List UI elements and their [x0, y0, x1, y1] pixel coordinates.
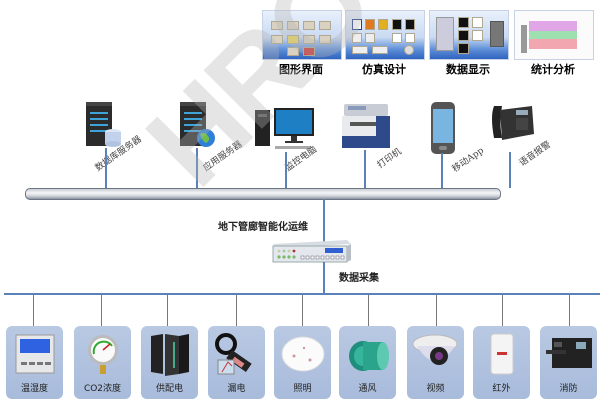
- infrared-detector-icon: [490, 333, 514, 375]
- connector-line: [364, 150, 366, 188]
- connector-line: [101, 295, 102, 326]
- data-collection-label: 数据采集: [339, 273, 379, 284]
- leakage-clamp-meter-icon: [215, 333, 252, 375]
- printer-icon: [342, 104, 390, 148]
- network-bus-pipe: [25, 188, 501, 200]
- connector-line: [323, 199, 325, 247]
- mobile-phone-icon: [431, 102, 455, 154]
- connector-line: [33, 295, 34, 326]
- screen-label: 仿真设计: [362, 63, 406, 76]
- application-server-icon: [180, 102, 215, 147]
- sensor-fire-protection: 消防: [540, 326, 597, 399]
- connector-line: [436, 295, 437, 326]
- temperature-humidity-icon: [15, 334, 55, 374]
- sensor-label: 照明: [293, 384, 312, 394]
- data-collector-icon: [272, 240, 351, 263]
- connector-line: [105, 148, 107, 188]
- sensor-power-supply: 供配电: [141, 326, 198, 399]
- sensor-label: CO2浓度: [83, 384, 122, 394]
- connector-line: [196, 148, 198, 188]
- ceiling-light-icon: [281, 336, 325, 372]
- monitor-computer-icon: [255, 108, 314, 149]
- connector-line: [236, 295, 237, 326]
- database-server-icon: [86, 102, 121, 147]
- connector-line: [509, 152, 511, 188]
- telephone-icon: [492, 106, 534, 140]
- sensor-label: 视频: [426, 384, 445, 394]
- connector-line: [323, 262, 325, 294]
- power-cabinet-icon: [151, 334, 189, 376]
- sensor-label: 通风: [358, 384, 377, 394]
- screen-label: 图形界面: [279, 63, 323, 76]
- connector-line: [285, 152, 287, 188]
- connector-line: [368, 295, 369, 326]
- device-label: 语音报警: [517, 139, 553, 169]
- screen-label: 统计分析: [531, 63, 575, 76]
- connector-line: [441, 153, 443, 188]
- connector-line: [302, 295, 303, 326]
- sensor-label: 温湿度: [20, 384, 48, 394]
- connector-line: [167, 295, 168, 326]
- sensor-label: 漏电: [227, 384, 246, 394]
- sensor-infrared: 红外: [473, 326, 530, 399]
- system-title: 地下管廊智能化运维: [218, 222, 308, 233]
- fire-control-console-icon: [546, 338, 592, 368]
- sensor-label: 红外: [492, 384, 511, 394]
- sensor-label: 消防: [559, 384, 578, 394]
- connector-line: [502, 295, 503, 326]
- sensor-lighting: 照明: [274, 326, 331, 399]
- dome-camera-icon: [412, 334, 458, 365]
- gui-screenshot-icon: [262, 10, 342, 60]
- sensor-label: 供配电: [155, 384, 183, 394]
- sensor-video: 视频: [407, 326, 464, 399]
- fan-icon: [349, 341, 389, 371]
- data-display-screenshot-icon: [429, 10, 509, 60]
- sensor-co2: CO2浓度: [74, 326, 131, 399]
- pressure-gauge-icon: [88, 335, 118, 374]
- statistics-chart-screenshot-icon: [514, 10, 594, 60]
- connector-line: [569, 295, 570, 326]
- sensor-bus-line: [4, 293, 600, 295]
- sensor-ventilation: 通风: [339, 326, 396, 399]
- sensor-temperature-humidity: 温湿度: [6, 326, 63, 399]
- simulation-screenshot-icon: [345, 10, 425, 60]
- sensor-leakage: 漏电: [208, 326, 265, 399]
- screen-label: 数据显示: [446, 63, 490, 76]
